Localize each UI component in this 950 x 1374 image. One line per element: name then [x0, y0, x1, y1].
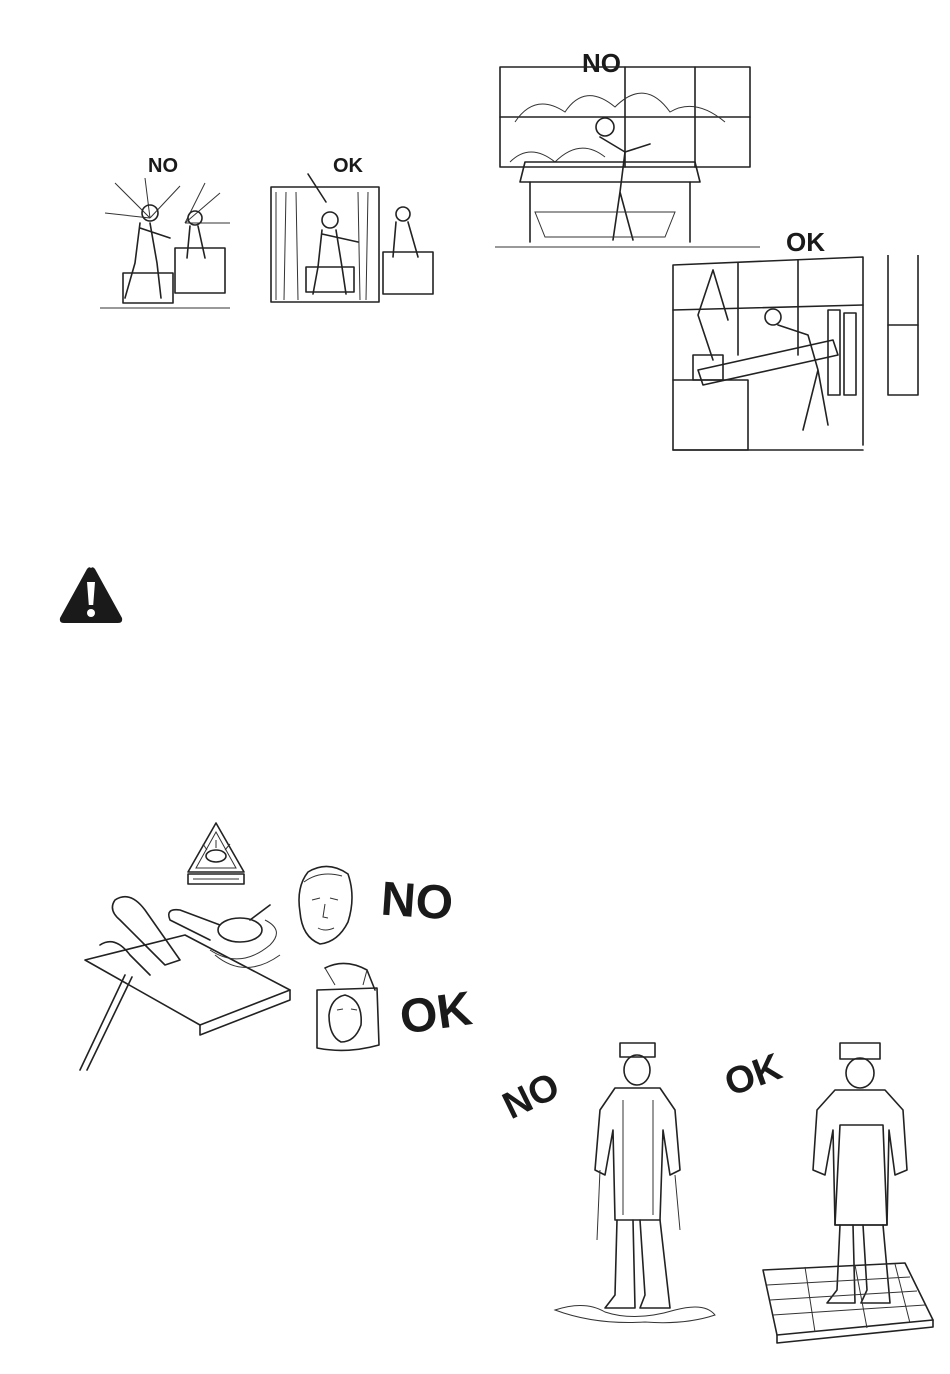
- warning-triangle-icon: [58, 565, 124, 625]
- illustration-no-fume-extraction: [495, 62, 760, 252]
- illustration-welder-on-platform: [755, 1035, 935, 1345]
- illustration-grinder-workpiece: [70, 880, 310, 1075]
- label-booth-no: NO: [148, 156, 178, 176]
- illustration-unscreened-welding: [95, 178, 235, 318]
- label-fume-ok: OK: [786, 229, 825, 255]
- illustration-with-fume-extraction: [668, 255, 920, 455]
- illustration-welder-on-wet-floor: [545, 1040, 720, 1325]
- illustration-screened-welding: [268, 172, 438, 307]
- label-grinder-ok: OK: [397, 985, 475, 1043]
- illustration-face-shield: [305, 960, 387, 1055]
- hot-debris-warning-icon: [185, 820, 247, 888]
- illustration-unprotected-face: [290, 862, 358, 952]
- label-grinder-no: NO: [379, 876, 454, 929]
